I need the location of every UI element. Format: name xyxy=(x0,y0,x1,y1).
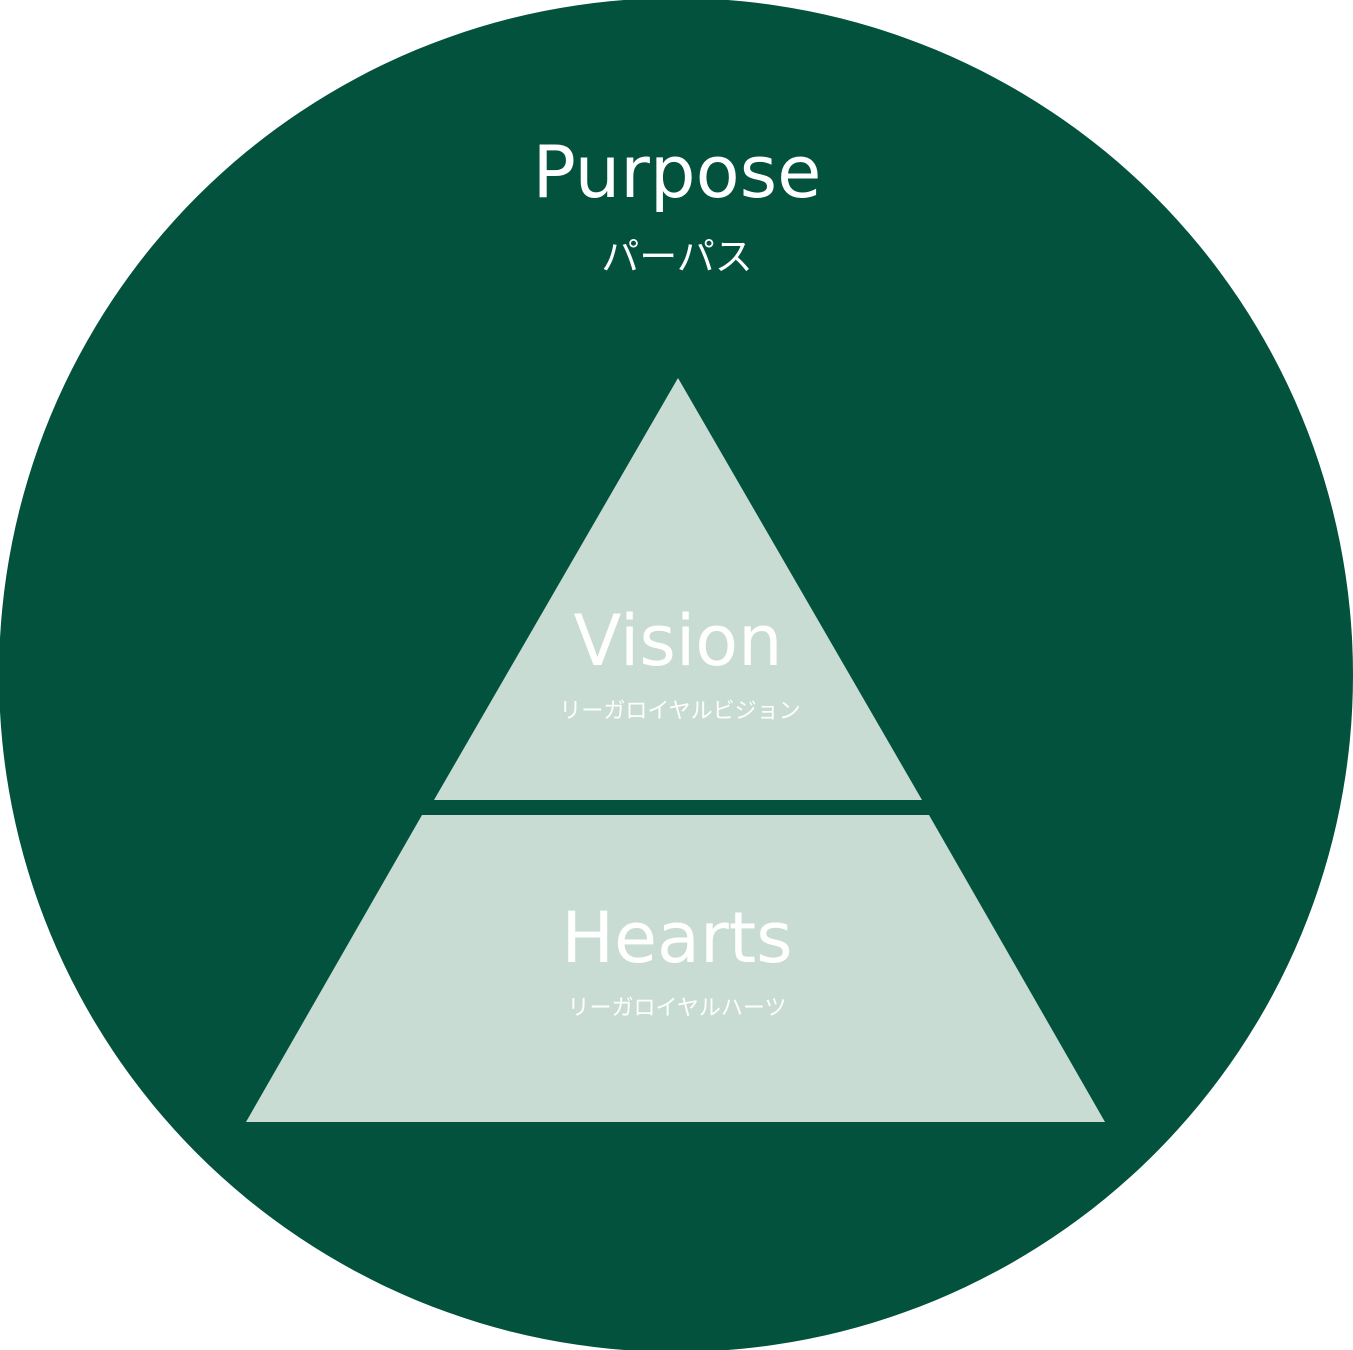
vision-subtitle: リーガロイヤルビジョン xyxy=(559,699,800,724)
hearts-subtitle: リーガロイヤルハーツ xyxy=(568,996,787,1021)
hearts-trapezoid xyxy=(246,815,1105,1122)
purpose-title: Purpose xyxy=(533,130,822,214)
vision-triangle xyxy=(434,378,922,800)
purpose-subtitle: パーパス xyxy=(601,235,753,279)
hearts-title: Hearts xyxy=(561,897,792,979)
vision-title: Vision xyxy=(574,600,783,682)
